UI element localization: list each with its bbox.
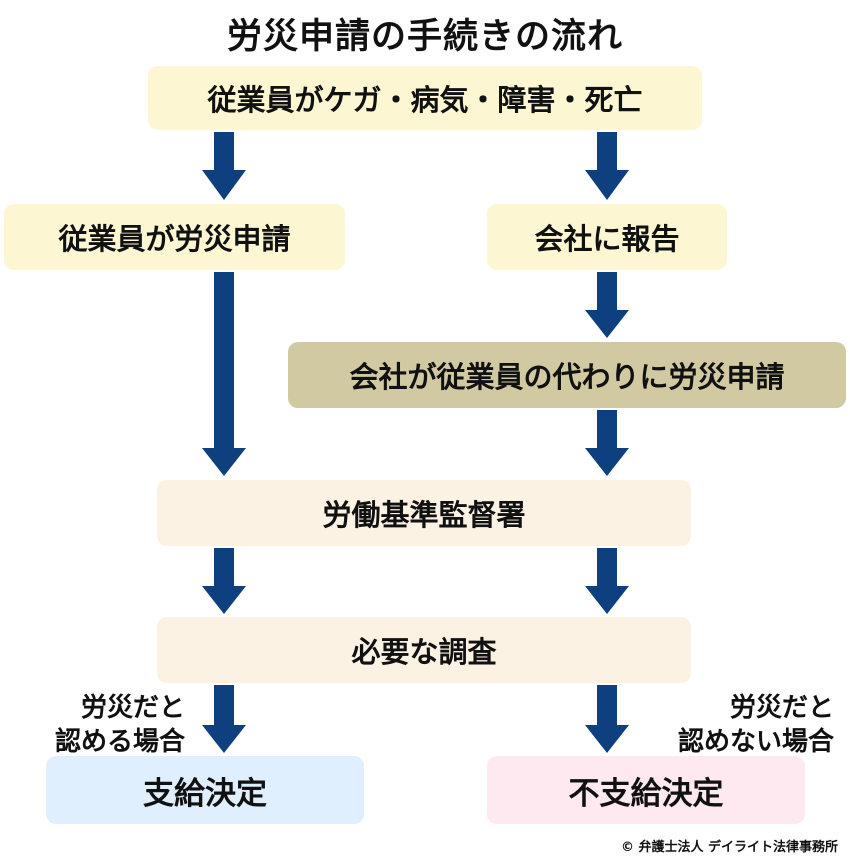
arrow-company-apply-to-labor-office — [585, 410, 629, 476]
denied-condition-label: 労災だと 認めない場合 — [634, 691, 834, 759]
denied-condition-line2: 認めない場合 — [677, 727, 834, 757]
step-company-apply-label: 会社が従業員の代わりに労災申請 — [349, 360, 785, 394]
step-report-company-label: 会社に報告 — [534, 222, 680, 256]
result-no-payment-label: 不支給決定 — [568, 775, 724, 812]
arrow-employee-apply-to-labor-office — [202, 272, 246, 476]
denied-condition-line1: 労災だと — [729, 693, 834, 723]
arrow-labor-office-to-investigation-right — [585, 548, 629, 614]
arrow-top-to-employee-apply — [202, 132, 246, 200]
arrow-investigation-to-no-payment — [585, 685, 629, 753]
step-labor-office-box: 労働基準監督署 — [157, 480, 691, 546]
step-employee-apply-label: 従業員が労災申請 — [58, 222, 291, 256]
step-company-apply-box: 会社が従業員の代わりに労災申請 — [288, 342, 846, 408]
step-investigation-box: 必要な調査 — [157, 617, 691, 683]
arrow-labor-office-to-investigation-left — [202, 548, 246, 614]
step-injury-label: 従業員がケガ・病気・障害・死亡 — [207, 83, 643, 117]
result-payment-label: 支給決定 — [143, 775, 267, 812]
step-injury-box: 従業員がケガ・病気・障害・死亡 — [148, 66, 702, 130]
step-report-company-box: 会社に報告 — [487, 204, 727, 270]
approved-condition-line1: 労災だと — [80, 693, 185, 723]
arrow-top-to-report-company — [585, 132, 629, 200]
step-investigation-label: 必要な調査 — [351, 635, 497, 669]
step-employee-apply-box: 従業員が労災申請 — [4, 204, 345, 270]
result-payment-box: 支給決定 — [46, 756, 364, 824]
result-no-payment-box: 不支給決定 — [487, 756, 805, 824]
approved-condition-label: 労災だと 認める場合 — [20, 691, 185, 759]
arrow-report-to-company-apply — [585, 272, 629, 338]
arrow-investigation-to-payment — [202, 685, 246, 753]
copyright-notice: © 弁護士法人 デイライト法律事務所 — [620, 840, 838, 855]
approved-condition-line2: 認める場合 — [54, 727, 185, 757]
step-labor-office-label: 労働基準監督署 — [322, 498, 526, 532]
page-title: 労災申請の手続きの流れ — [226, 17, 623, 57]
